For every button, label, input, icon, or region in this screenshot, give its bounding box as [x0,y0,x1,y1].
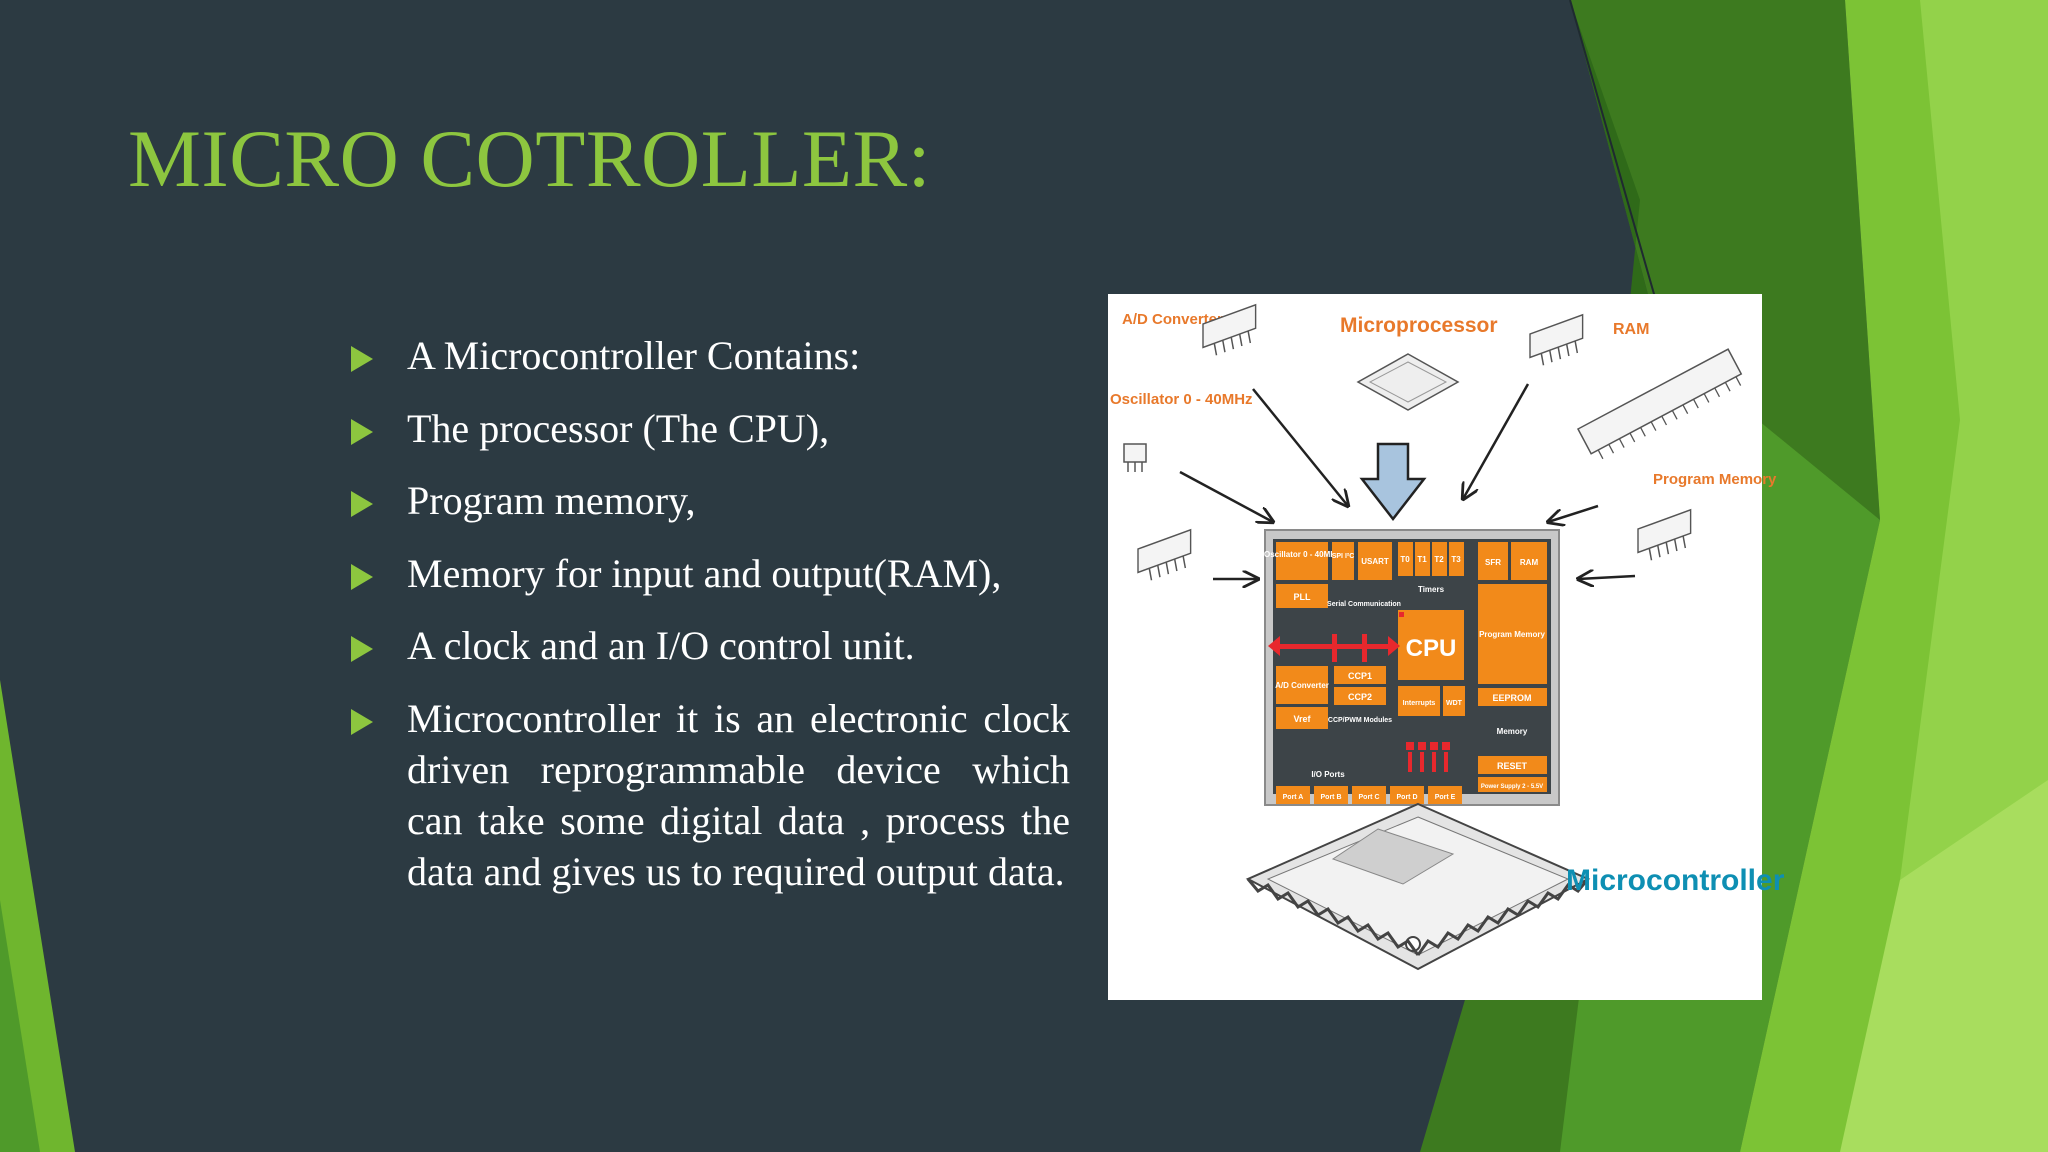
bullet-text: A Microcontroller Contains: [407,333,861,378]
pale-green-facet [1840,780,2048,1152]
bus-arrows [1268,612,1450,772]
triangle-bullet-icon [351,491,373,517]
chip-block-oscillator: Oscillator 0 - 40MHz [1264,550,1340,559]
chip-block-power: Power Supply 2 - 5.5V [1481,784,1543,790]
chip-block-port-b: Port B [1321,794,1342,801]
bullet-text: Memory for input and output(RAM), [407,550,1002,596]
bullet-item: A Microcontroller Contains: [350,330,1070,381]
triangle-bullet-icon [351,636,373,662]
chip-block-serial: Serial Communication [1327,601,1401,608]
chip-block-timers: Timers [1418,585,1445,594]
chip-block-usart: USART [1361,557,1389,566]
chip-block-ad: A/D Converter [1275,681,1329,690]
chip-block-wdt: WDT [1446,700,1463,707]
chip-block-ccp2: CCP2 [1348,692,1372,702]
bullet-item: Microcontroller it is an electronic cloc… [350,693,1070,897]
chip-core: Oscillator 0 - 40MHz PLL SPI I²C USART S… [1264,529,1560,806]
chip-block-ram: RAM [1520,558,1539,567]
triangle-bullet-icon [351,346,373,372]
triangle-bullet-icon [351,418,373,445]
microprocessor-chip-icon [1356,353,1460,411]
triangle-bullet-icon [351,563,373,590]
input-arrows [1179,383,1636,579]
chip-block-pll: PLL [1294,592,1312,602]
chip-block-memory: Memory [1497,727,1528,736]
chip-block-t2: T2 [1434,555,1444,564]
chip-block-spi: SPI I²C [1332,553,1355,560]
oscillator-chip-icon [1123,443,1147,472]
left-dark-sliver [0,900,40,1152]
chip-block-interrupts: Interrupts [1403,700,1436,707]
ram-label: RAM [1613,321,1649,338]
chip-block-port-d: Port D [1397,794,1418,801]
bullet-text: Microcontroller it is an electronic cloc… [407,695,1070,894]
chip-block-t1: T1 [1417,555,1427,564]
down-arrow-icon [1359,442,1427,522]
bullet-item: Program memory, [350,475,1070,526]
diagram-svg: A/D Converter Microprocessor RAM Oscilla… [1110,304,1785,971]
chip-block-ccp1: CCP1 [1348,671,1372,681]
triangle-bullet-icon [351,708,373,735]
microcontroller-package-icon [1245,802,1591,971]
microprocessor-label: Microprocessor [1340,314,1498,337]
chip-block-port-e: Port E [1435,794,1456,801]
program-memory-label: Program Memory [1653,471,1777,488]
light-green-facet [1900,0,2048,880]
chip-block-io-ports: I/O Ports [1311,770,1345,779]
bullet-list: A Microcontroller Contains: The processo… [350,330,1070,918]
bullet-item: The processor (The CPU), [350,403,1070,454]
chip-block-t3: T3 [1451,555,1461,564]
bullet-text: Program memory, [407,478,696,523]
bullet-text: The processor (The CPU), [407,405,830,451]
ram-chip-icon [1521,314,1596,370]
bullet-item: A clock and an I/O control unit. [350,620,1070,671]
microcontroller-label: Microcontroller [1566,864,1785,897]
program-memory-chip-icon [1576,348,1743,460]
microcontroller-diagram: A/D Converter Microprocessor RAM Oscilla… [1108,294,1785,1000]
eeprom-chip-icon [1629,509,1704,565]
oscillator-label: Oscillator 0 - 40MHz [1110,391,1253,408]
chip-block-ccp-pwm: CCP/PWM Modules [1328,717,1392,724]
chip-block-vref: Vref [1293,714,1311,724]
left-chip-icon [1129,529,1204,585]
chip-block-eeprom: EEPROM [1492,693,1531,703]
chip-block-t0: T0 [1400,555,1410,564]
chip-block-port-c: Port C [1359,794,1380,801]
chip-block-port-a: Port A [1283,794,1304,801]
chip-block-program-memory: Program Memory [1479,630,1545,639]
chip-block-reset: RESET [1497,761,1528,771]
ad-converter-label: A/D Converter [1122,311,1223,328]
slide-title: MICRO COTROLLER: [128,113,931,204]
bullet-item: Memory for input and output(RAM), [350,548,1070,599]
chip-block-sfr: SFR [1485,558,1501,567]
chip-block-cpu: CPU [1406,635,1457,662]
bullet-text: A clock and an I/O control unit. [407,623,915,668]
